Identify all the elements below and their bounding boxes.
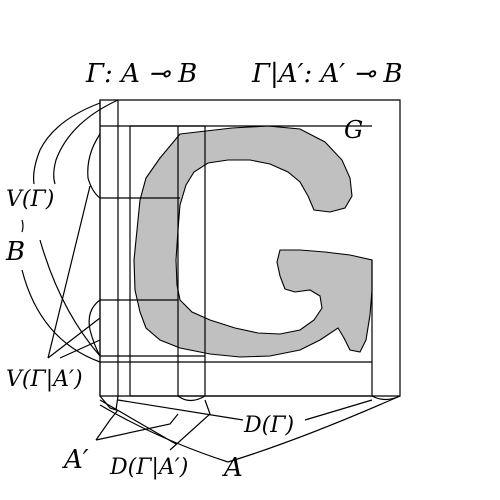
left-bracket-lower (88, 299, 101, 357)
d-gamma-a-box (177, 126, 206, 396)
bottom-curve-right (177, 395, 401, 402)
label-g: G (344, 116, 363, 144)
horizontal-band (100, 125, 372, 363)
label-b: B (5, 237, 25, 267)
inner-frame (129, 125, 373, 397)
label-top-left: Γ: A ⊸ B (85, 59, 197, 89)
left-bracket-upper (87, 133, 101, 199)
a-curve-left (99, 404, 229, 463)
label-top-right: Γ|A′: A′ ⊸ B (251, 59, 403, 89)
d-gamma-pointer (99, 399, 373, 451)
v-gamma-brace-2 (53, 99, 119, 185)
b-connector (21, 219, 24, 233)
label-d-gamma: D(Γ) (243, 413, 294, 438)
b-curve-lower (21, 269, 101, 363)
label-a: A (222, 453, 243, 483)
b-curve-lower-2 (39, 239, 101, 357)
label-d-gamma-a: D(Γ|A′) (109, 455, 188, 480)
label-v-gamma-a: V(Γ|A′) (6, 367, 83, 392)
a-curve (227, 395, 401, 463)
label-v-gamma: V(Γ) (6, 187, 54, 212)
v-gamma-brace (33, 102, 101, 185)
v-gamma-a-pointer (47, 185, 101, 359)
label-a-prime: A′ (62, 445, 89, 475)
v-gamma-strip (99, 100, 119, 396)
bottom-curve-a (99, 395, 119, 411)
g-blob (133, 125, 373, 358)
